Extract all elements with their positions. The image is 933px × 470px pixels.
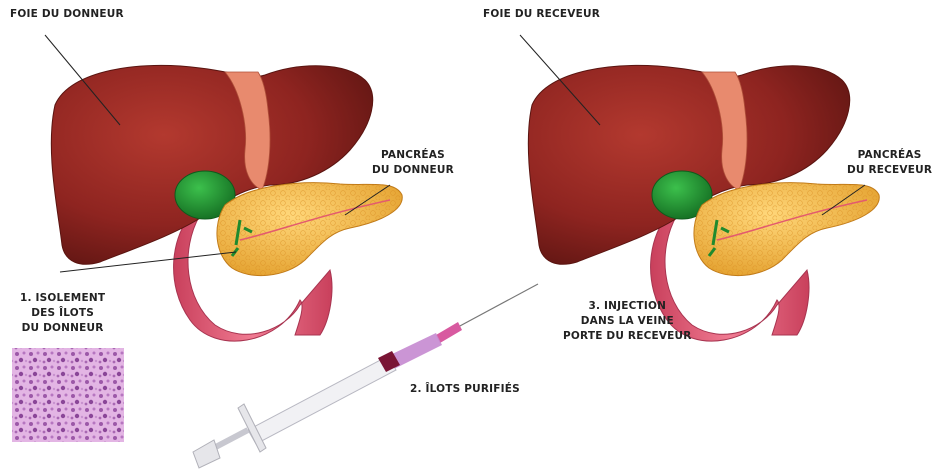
recipient-pancreas-label: PANCRÉAS DU RECEVEUR (847, 148, 932, 178)
recipient-liver-label: FOIE DU RECEVEUR (483, 7, 600, 22)
step1-label: 1. ISOLEMENT DES ÎLOTS DU DONNEUR (20, 291, 105, 336)
donor-pancreas-label: PANCRÉAS DU DONNEUR (372, 148, 454, 178)
step3-label: 3. INJECTION DANS LA VEINE PORTE DU RECE… (563, 299, 692, 344)
donor-liver-label: FOIE DU DONNEUR (10, 7, 124, 22)
islet-tissue-image (12, 348, 124, 442)
syringe-icon (193, 284, 538, 468)
step2-label: 2. ÎLOTS PURIFIÉS (410, 382, 520, 397)
